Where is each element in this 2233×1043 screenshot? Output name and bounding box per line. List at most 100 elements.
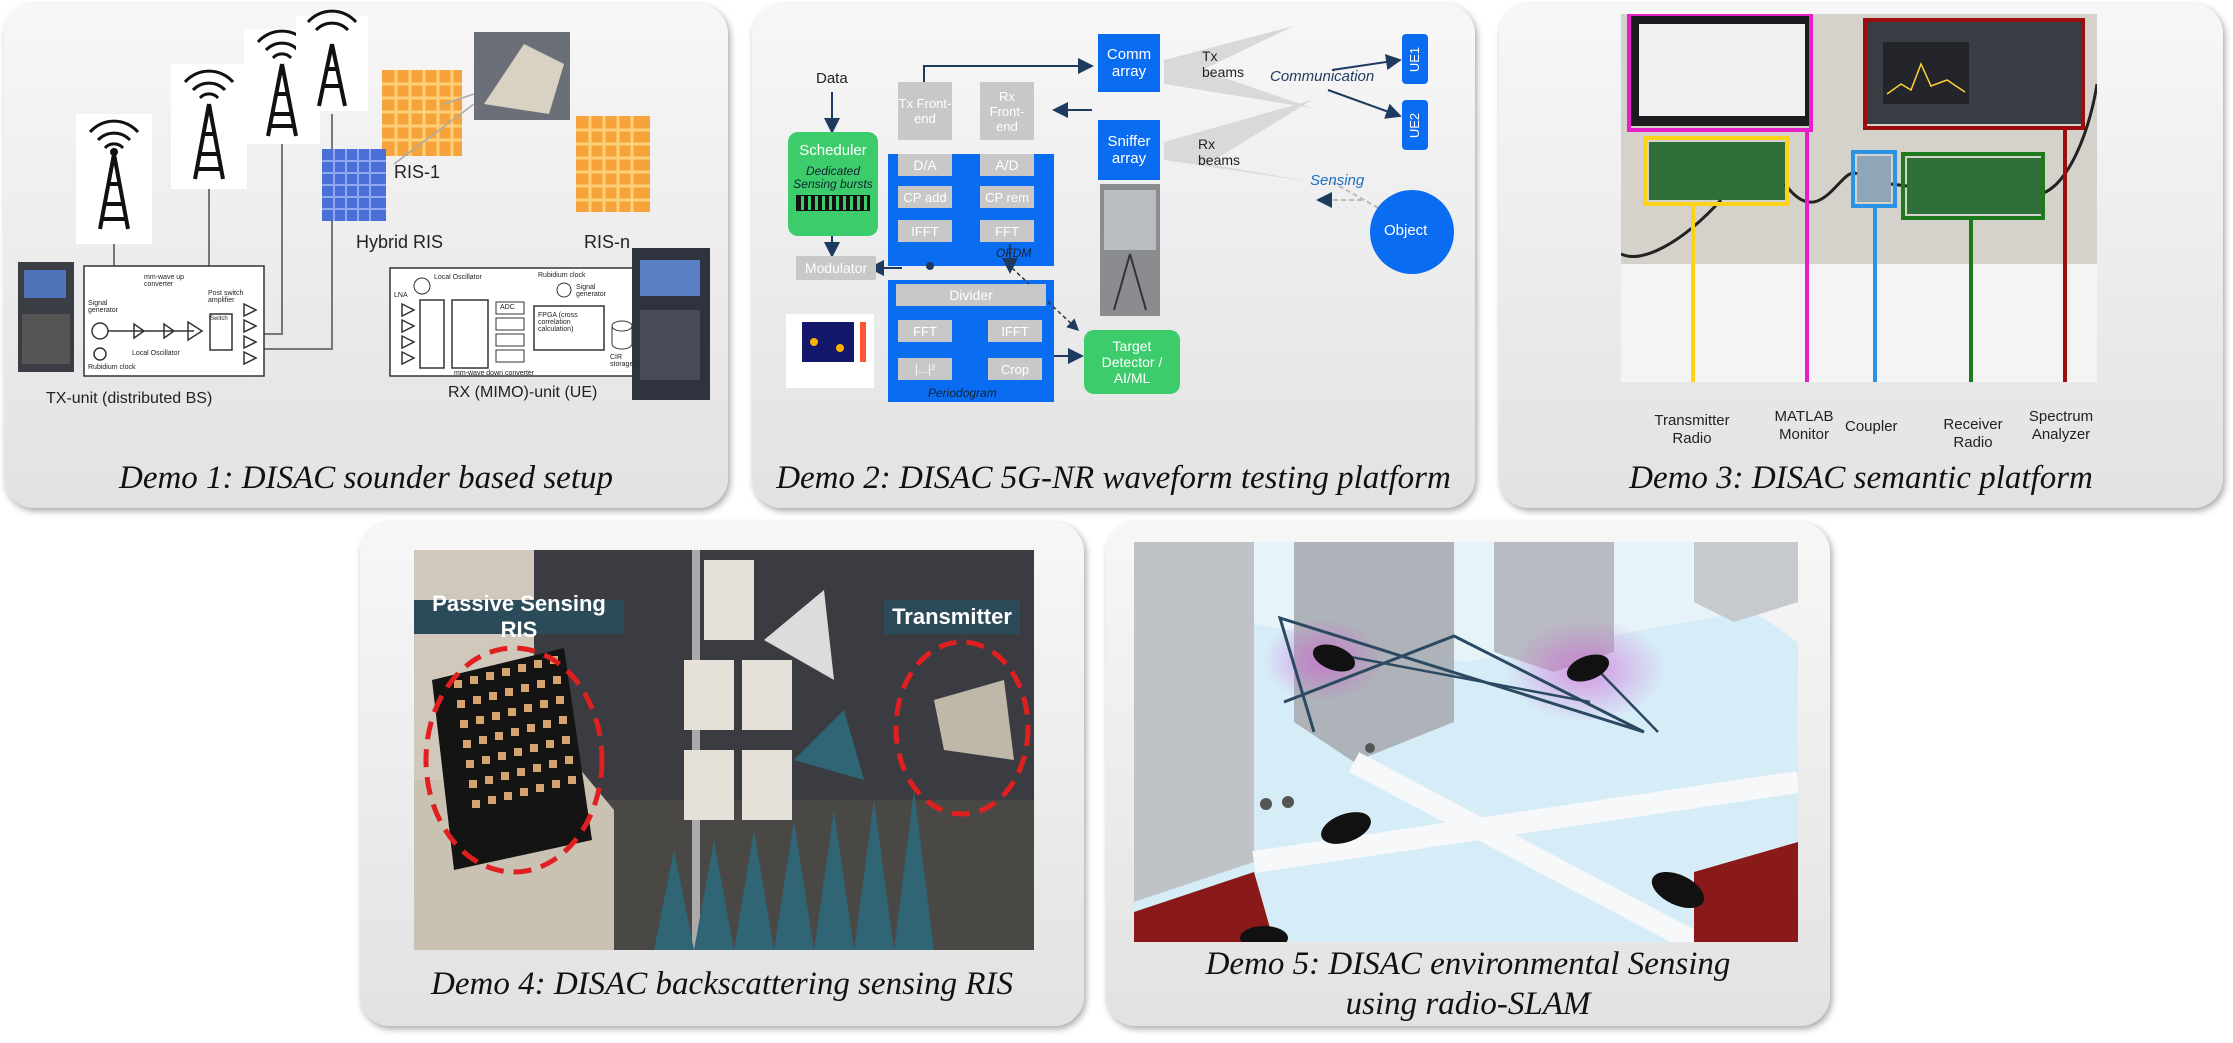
- ofdm-label: OFDM: [996, 246, 1032, 260]
- modulator-block: Modulator: [796, 256, 876, 280]
- ue1-label: UE1: [1407, 46, 1423, 72]
- bike-lane: [1134, 872, 1274, 942]
- da-block: D/A: [898, 154, 952, 176]
- fft2-block: FFT: [898, 320, 952, 342]
- data-label: Data: [816, 70, 848, 87]
- absorber-cones: [654, 790, 934, 950]
- panel-demo1: RIS-1 RIS-n Hybrid RIS mm-wave up conver…: [4, 4, 728, 508]
- car-icon: [1321, 812, 1371, 844]
- rx-beams-label: Rx beams: [1198, 136, 1241, 168]
- rx-frontend-block: Rx Front-end: [980, 82, 1034, 140]
- antenna-panel: [742, 660, 792, 730]
- risn-label: RIS-n: [584, 232, 631, 252]
- transmitter-radio-label: Transmitter Radio: [1654, 412, 1730, 447]
- demo2-graphics: [786, 26, 1454, 402]
- rx-siggen-label: Signal generator: [576, 284, 606, 298]
- divider-block: Divider: [896, 284, 1046, 306]
- car-icon: [1312, 644, 1356, 672]
- receiver-radio-label: Receiver Radio: [1943, 416, 2003, 451]
- sniffer-array-block: Sniffer array: [1098, 120, 1160, 180]
- panel-demo2: Data Scheduler Dedicated Sensing bursts …: [752, 4, 1475, 508]
- building-block: [1694, 542, 1798, 622]
- cp-rem-block: CP rem: [980, 186, 1034, 208]
- ris1-label: RIS-1: [394, 162, 441, 182]
- bursts-icon: [796, 195, 870, 211]
- tx-unit-label: TX-unit (distributed BS): [46, 390, 213, 407]
- caption-demo1: Demo 1: DISAC sounder based setup: [118, 460, 614, 496]
- hybrid-ris-tile: [322, 149, 386, 221]
- dedicated-label: Dedicated Sensing bursts: [793, 164, 873, 191]
- tower-icon: [76, 114, 152, 244]
- rx-cir-label: CIR storage: [610, 354, 634, 368]
- analyzer-frame: [1863, 18, 2085, 130]
- ifft-block: IFFT: [898, 220, 952, 242]
- panel-demo5: Demo 5: DISAC environmental Sensing usin…: [1106, 522, 1830, 1026]
- tx-switch-label: Switch: [210, 316, 228, 322]
- rx-lo-label: Local Oscillator: [434, 274, 482, 281]
- ris1-tile: [382, 70, 462, 156]
- rx-unit-label: RX (MIMO)-unit (UE): [448, 384, 598, 401]
- cp-add-block: CP add: [898, 186, 952, 208]
- periodogram-label: Periodogram: [928, 386, 997, 400]
- pedestrian-icon: [1260, 798, 1272, 810]
- passive-ris-tag: Passive Sensing RIS: [414, 591, 624, 642]
- object-label: Object: [1384, 222, 1428, 239]
- rx-rb-label: Rubidium clock: [538, 272, 586, 279]
- transmitter-frame: [1643, 136, 1789, 206]
- building-block: [1134, 542, 1254, 902]
- ue2-label: UE2: [1407, 112, 1423, 138]
- caption-demo4: Demo 4: DISAC backscattering sensing RIS: [431, 966, 1013, 1002]
- communication-label: Communication: [1270, 68, 1375, 85]
- rx-beam-shape: [1164, 100, 1312, 182]
- antenna-panel: [704, 560, 754, 640]
- rx-board-shape: [1907, 158, 2041, 214]
- tx-siggen-label: Signal generator: [88, 300, 118, 314]
- lab-photo: [1621, 14, 2097, 382]
- tx-board-shape: [1649, 142, 1785, 200]
- horn-transmitter: [934, 680, 1014, 760]
- target-detector-block: Target Detector / AI/ML: [1084, 330, 1180, 394]
- risn-tile: [576, 116, 650, 212]
- rx-adc-label: ADC: [500, 304, 515, 311]
- tower-icon: [171, 64, 247, 189]
- abs2-block: |...|²: [898, 358, 952, 380]
- ue1-block: UE1: [1402, 34, 1428, 84]
- hybrid-ris-label: Hybrid RIS: [356, 232, 444, 252]
- pedestrian-icon: [1365, 743, 1375, 753]
- rx-fpga-label: FPGA (cross correlation calculation): [538, 312, 578, 333]
- scheduler-label: Scheduler: [799, 142, 867, 159]
- tx-beam-shape: [1164, 26, 1312, 108]
- ue2-block: UE2: [1402, 100, 1428, 150]
- caption-demo3: Demo 3: DISAC semantic platform: [1629, 460, 2093, 496]
- scheduler-block: Scheduler Dedicated Sensing bursts: [788, 132, 878, 236]
- bike-lane: [1694, 842, 1798, 942]
- coupler-shape: [1857, 156, 1891, 202]
- diagram-demo1: RIS-1 RIS-n Hybrid RIS mm-wave up conver…: [4, 4, 728, 444]
- demo1-graphics: [18, 9, 710, 400]
- ad-block: A/D: [980, 154, 1034, 176]
- caption-demo5-line1: Demo 5: DISAC environmental Sensing: [1205, 946, 1731, 982]
- ris-photo-demo4: Passive Sensing RIS Transmitter: [414, 550, 1034, 950]
- passive-ris-marker: [423, 645, 605, 875]
- sensing-label: Sensing: [1310, 172, 1365, 189]
- tower-icon: [296, 9, 368, 111]
- tx-post-label: Post switch amplifier: [208, 290, 244, 304]
- antenna-panel: [684, 750, 734, 820]
- spectrum-analyzer-label: Spectrum Analyzer: [2028, 408, 2094, 443]
- comm-array-block: Comm array: [1098, 34, 1160, 92]
- rx-mmwave-label: mm-wave down converter: [454, 370, 535, 377]
- tx-mmwave-label: mm-wave up converter: [144, 274, 185, 288]
- transmitter-tag: Transmitter: [884, 600, 1020, 634]
- ris-board: [432, 648, 592, 870]
- pedestrian-icon: [1282, 796, 1294, 808]
- slam-scene: [1134, 542, 1798, 942]
- matlab-monitor-label: MATLAB Monitor: [1774, 408, 1834, 443]
- fft-block: FFT: [980, 220, 1034, 242]
- matlab-frame: [1627, 14, 1813, 132]
- tx-lo-label: Local Oscillator: [132, 350, 180, 357]
- panel-demo4: Passive Sensing RIS Transmitter Demo 4: …: [360, 522, 1084, 1026]
- coupler-label: Coupler: [1845, 418, 1898, 435]
- rx-lna-label: LNA: [394, 292, 408, 299]
- car-icon: [1240, 926, 1288, 942]
- car-icon: [1566, 654, 1610, 682]
